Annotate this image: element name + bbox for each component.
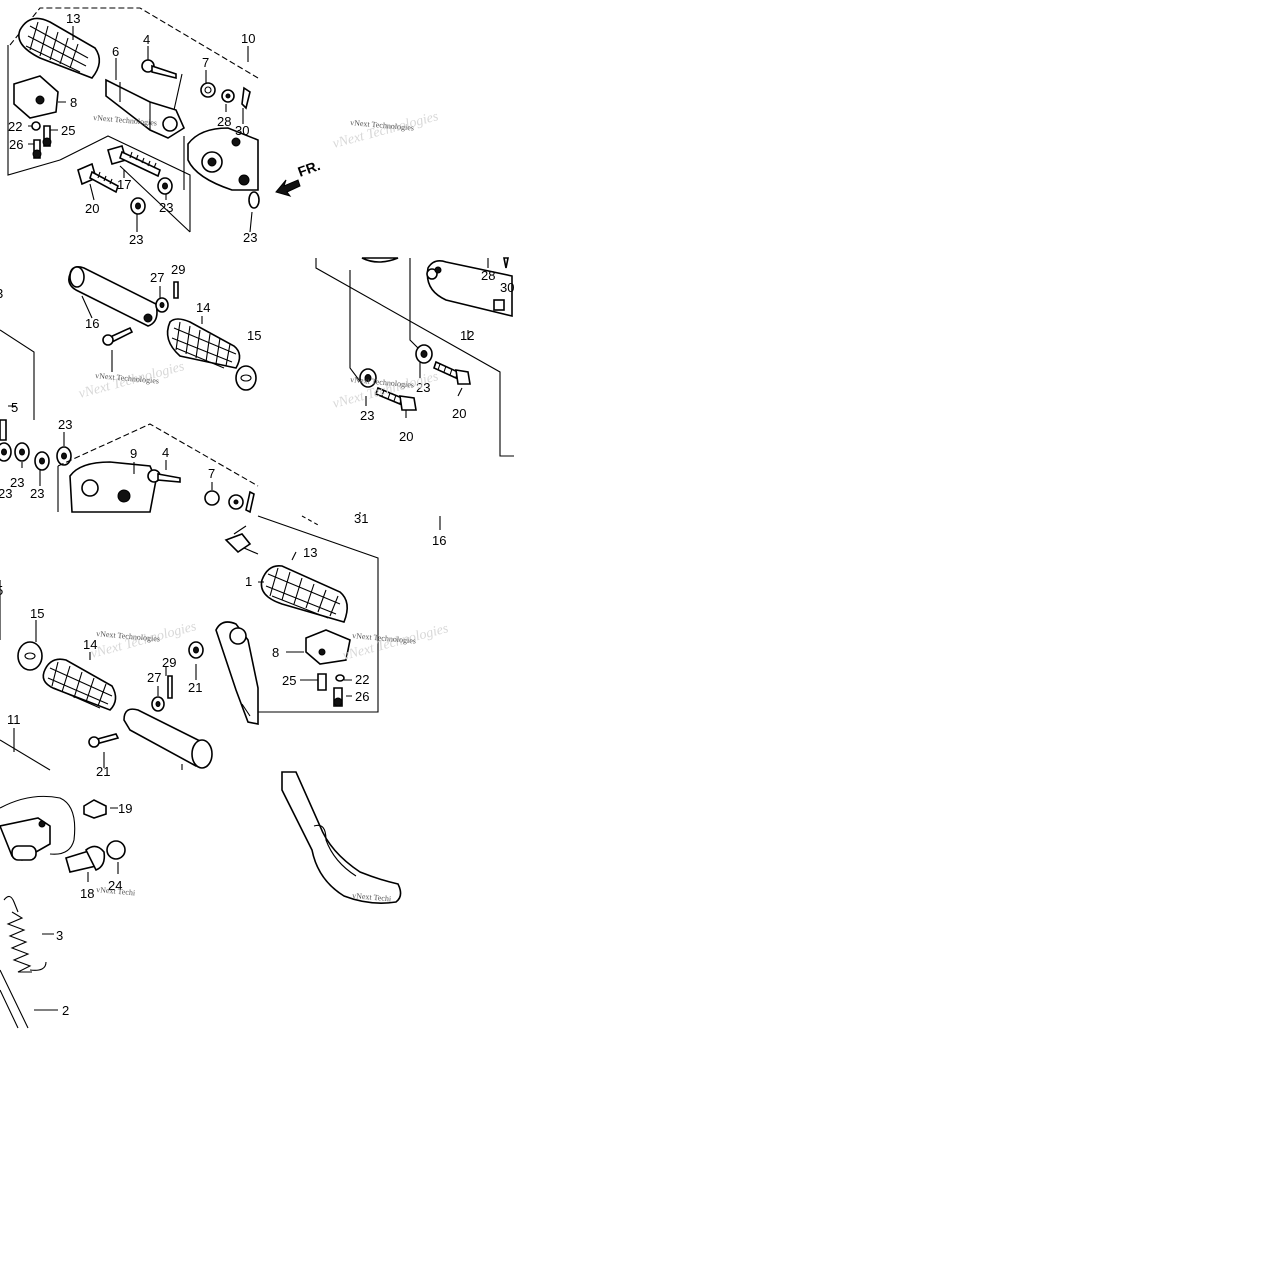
callout-20c: 20 [399,429,413,444]
callout-23d: 23 [58,417,72,432]
callout-4: 4 [143,32,150,47]
tile-bottom-left [0,795,126,1029]
svg-text:vNext Techi: vNext Techi [96,885,136,897]
callout-29b: 29 [162,655,176,670]
callout-23h: 23 [416,380,430,395]
callout-30b: 30 [500,280,514,295]
callout-14b: 14 [83,637,97,652]
callout-14: 14 [196,300,210,315]
callout-23f: 23 [30,486,44,501]
callout-8: 8 [70,95,77,110]
footpeg-bracket [13,75,59,119]
step-holder [187,127,259,191]
callout-8b: 8 [272,645,279,660]
callout-23a: 23 [159,200,173,215]
svg-text:vNext Technologies: vNext Technologies [331,109,440,152]
callout-13b: 13 [303,545,317,560]
callout-28b: 28 [481,268,495,283]
callout-23g: 23 [0,486,12,501]
callout-4b: 4 [162,445,169,460]
callout-10: 10 [241,31,255,46]
bolt-17 [107,145,161,178]
callout-21: 21 [188,680,202,695]
callout-16b: 16 [432,533,446,548]
bolt-20-right [433,360,471,385]
tile-middle-right [315,257,514,457]
callout-9: 9 [130,446,137,461]
callout-23i: 23 [360,408,374,423]
callout-20b: 20 [452,406,466,421]
callout-29: 29 [171,262,185,277]
side-stand-upper [215,621,259,725]
callout-6: 6 [112,44,119,59]
callout-24: 24 [108,878,122,893]
stand-pivot-pin [65,845,106,873]
callout-25: 25 [61,123,75,138]
footpeg-rubber-13-right [260,564,348,623]
callout-1: 1 [245,574,252,589]
footpeg-rubber-14 [166,318,241,369]
pivot-pin-left [123,708,213,769]
callout-labels: 13 6 4 7 10 8 28 30 22 25 26 17 20 23 23… [0,11,514,1018]
callout-2: 2 [62,1003,69,1018]
svg-text:FR.: FR. [296,157,323,180]
clevis-pin [141,59,177,80]
callout-30: 30 [235,123,249,138]
callout-5b: 5 [0,583,3,598]
footpeg-rubber [18,17,101,79]
callout-12: 12 [460,328,474,343]
callout-17: 17 [117,177,131,192]
bolt-20-right-b [375,386,417,411]
side-stand-switch [0,795,76,861]
callout-5: 5 [11,400,18,415]
footpeg-rubber-14-left [42,658,117,711]
footpeg-shaft [105,78,186,139]
footpeg-shaft-12 [426,260,513,318]
stand-spring [3,895,47,973]
callout-26: 26 [9,137,23,152]
callout-26b: 26 [355,689,369,704]
callout-19: 19 [118,801,132,816]
callout-31: 31 [354,511,368,526]
callout-25b: 25 [282,673,296,688]
callout-3: 3 [0,286,3,301]
callout-15: 15 [247,328,261,343]
callout-27: 27 [150,270,164,285]
front-direction-arrow: FR. [275,157,323,197]
step-holder-9 [69,461,157,513]
spring [200,82,216,98]
callout-7b: 7 [208,466,215,481]
side-stand-lower [281,771,402,904]
callout-15b: 15 [30,606,44,621]
callout-11: 11 [7,712,21,727]
pivot-pin [68,266,158,327]
callout-20: 20 [85,201,99,216]
callout-3b: 3 [56,928,63,943]
callout-23e: 23 [10,475,24,490]
bolt-20 [77,162,119,194]
svg-text:vNext Techi: vNext Techi [352,891,392,903]
callout-27b: 27 [147,670,161,685]
callout-7: 7 [202,55,209,70]
tile-middle-left [0,266,259,514]
callout-28: 28 [217,114,231,129]
callout-23c: 23 [243,230,257,245]
callout-22b: 22 [355,672,369,687]
callout-13: 13 [66,11,80,26]
callout-23b: 23 [129,232,143,247]
tile-top-left: FR. [7,7,323,233]
tile-lower-left [0,580,213,771]
tile-lower-middle [215,512,441,725]
callout-16: 16 [85,316,99,331]
callout-21b: 21 [96,764,110,779]
callout-22: 22 [8,119,22,134]
callout-18: 18 [80,886,94,901]
